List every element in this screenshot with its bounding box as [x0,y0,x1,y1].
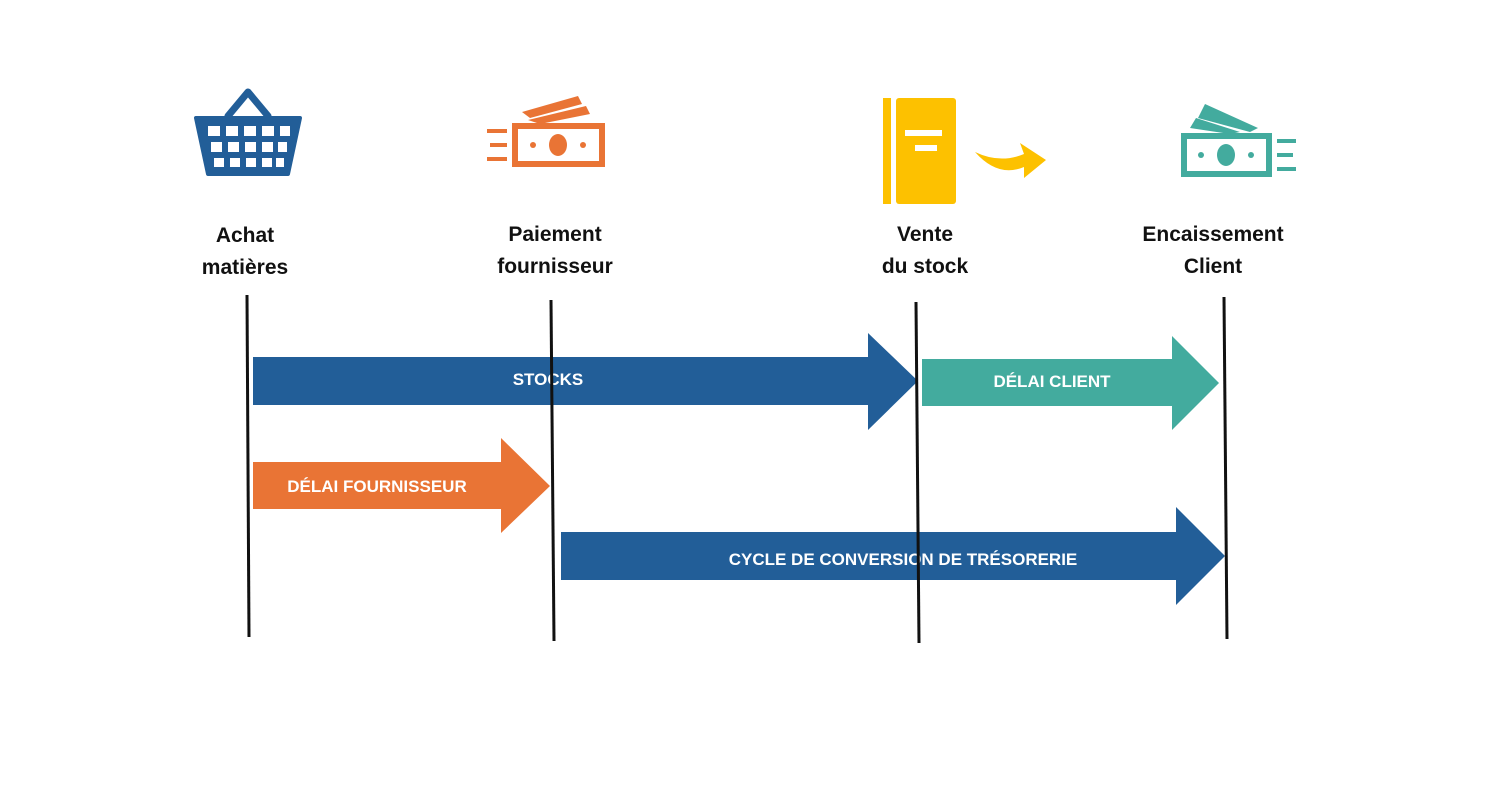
money-in-icon [1181,104,1296,177]
milestone-label-encaissement: Encaissement Client [1113,219,1313,283]
milestone-label-paiement: Paiement fournisseur [455,219,655,283]
stock-book-arrow-icon [883,98,1046,204]
milestone-label-line1: Encaissement [1142,223,1284,246]
milestone-label-line2: fournisseur [497,255,613,278]
delai-client-arrow: DÉLAI CLIENT [922,336,1219,430]
milestone-label-vente: Vente du stock [825,219,1025,283]
delai-client-arrow-label: DÉLAI CLIENT [993,372,1111,391]
cycle-conversion-arrow: CYCLE DE CONVERSION DE TRÉSORERIE [561,507,1225,605]
milestone-label-line1: Achat [215,224,275,247]
money-out-icon [487,96,605,167]
stocks-arrow: STOCKS [253,333,918,430]
stocks-arrow-label: STOCKS [513,370,584,389]
delai-fournisseur-arrow: DÉLAI FOURNISSEUR [253,438,550,533]
milestone-label-line2: Client [1183,255,1243,278]
milestone-lines [245,294,1229,644]
milestone-line-encaissement [1222,296,1229,640]
milestone-label-line2: matières [201,256,289,279]
milestone-line-vente [914,301,921,644]
delai-fournisseur-arrow-label: DÉLAI FOURNISSEUR [287,477,466,496]
milestone-label-line1: Vente [896,223,954,246]
milestone-label-achat: Achat matières [145,220,345,284]
milestone-label-line2: du stock [881,255,969,278]
milestone-line-paiement [549,299,556,642]
milestone-line-achat [245,294,251,638]
cycle-conversion-arrow-label: CYCLE DE CONVERSION DE TRÉSORERIE [729,550,1078,569]
shopping-basket-icon [194,88,302,176]
milestone-label-line1: Paiement [508,223,602,246]
